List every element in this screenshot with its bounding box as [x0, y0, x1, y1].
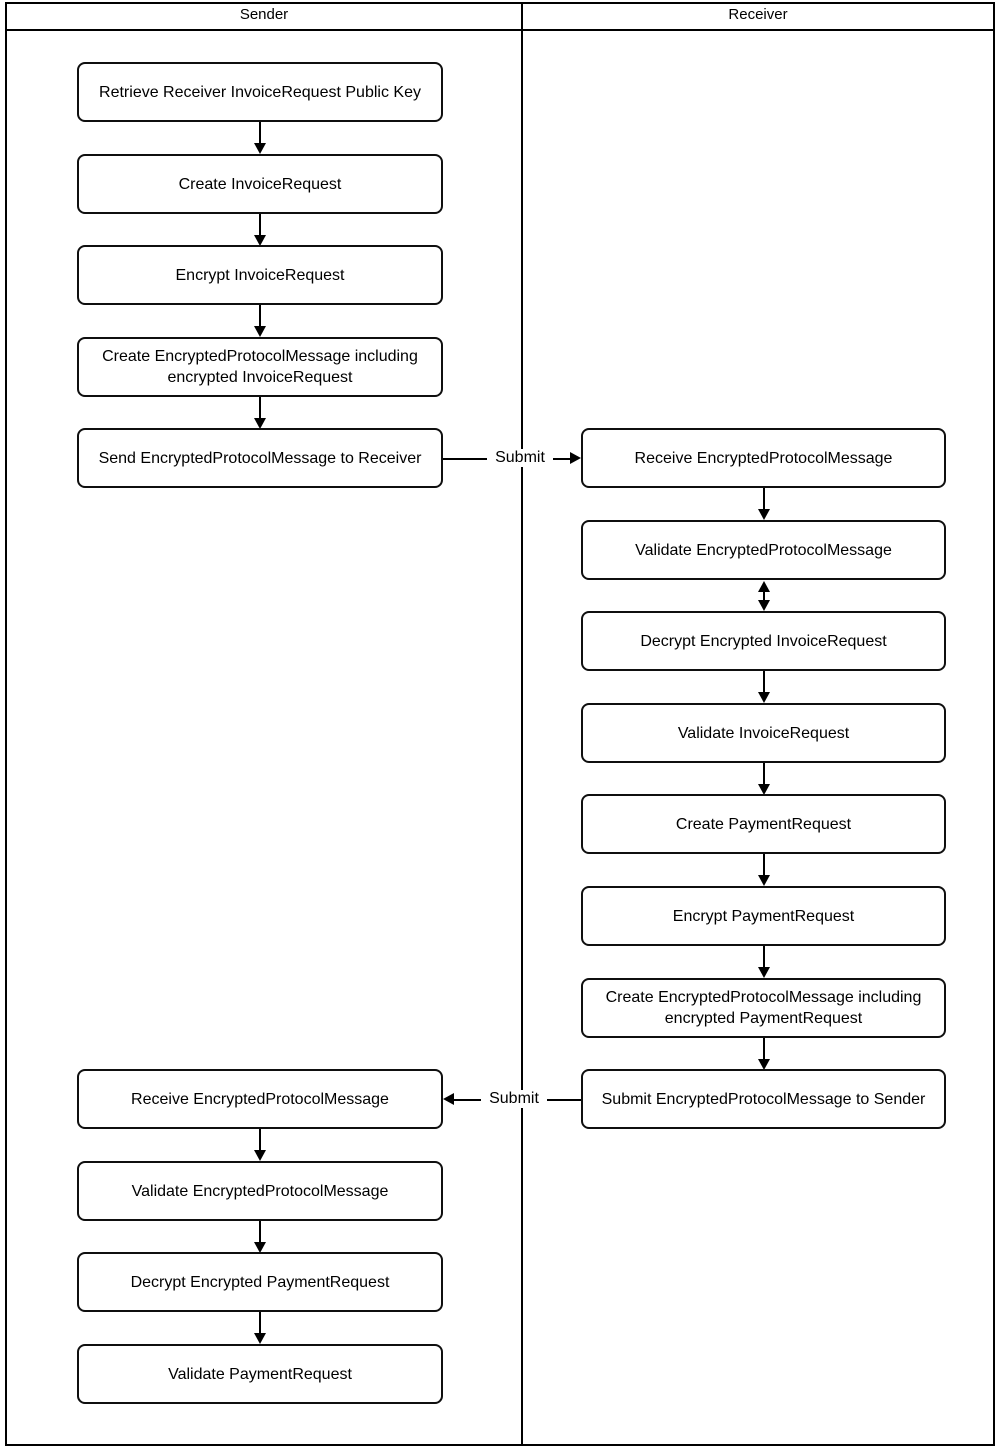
- connector-r5-r6-line: [763, 854, 765, 876]
- connector-r3-r4-line: [763, 671, 765, 693]
- connector-s4-s5-line: [259, 397, 261, 419]
- node-validate-encryptedprotocolmessage-receiver[interactable]: Validate EncryptedProtocolMessage: [581, 520, 946, 580]
- connector-s2-s3-line: [259, 214, 261, 236]
- connector-s3-s4-arrowhead: [254, 326, 266, 337]
- connector-s8-s9-line: [259, 1312, 261, 1334]
- connector-r2-r3-line: [763, 586, 765, 603]
- node-encrypt-invoicerequest[interactable]: Encrypt InvoiceRequest: [77, 245, 443, 305]
- lane-title-sender: Sender: [239, 6, 289, 23]
- edge-label-submit-to-sender: Submit: [481, 1090, 547, 1108]
- connector-r2-r3-arrowhead-down: [758, 600, 770, 611]
- connector-r1-r2-arrowhead: [758, 509, 770, 520]
- edge-label-submit-to-receiver: Submit: [487, 449, 553, 467]
- edge-submit-to-receiver-arrowhead: [570, 452, 581, 464]
- connector-r3-r4-arrowhead: [758, 692, 770, 703]
- node-create-encryptedprotocolmessage-invoicerequest[interactable]: Create EncryptedProtocolMessage includin…: [77, 337, 443, 397]
- connector-s3-s4-line: [259, 305, 261, 327]
- connector-r7-r8-line: [763, 1038, 765, 1060]
- node-receive-encryptedprotocolmessage-sender[interactable]: Receive EncryptedProtocolMessage: [77, 1069, 443, 1129]
- connector-s8-s9-arrowhead: [254, 1333, 266, 1344]
- connector-r4-r5-arrowhead: [758, 784, 770, 795]
- node-receive-encryptedprotocolmessage-receiver[interactable]: Receive EncryptedProtocolMessage: [581, 428, 946, 488]
- connector-s7-s8-arrowhead: [254, 1242, 266, 1253]
- node-create-encryptedprotocolmessage-paymentrequest[interactable]: Create EncryptedProtocolMessage includin…: [581, 978, 946, 1038]
- node-decrypt-encrypted-paymentrequest[interactable]: Decrypt Encrypted PaymentRequest: [77, 1252, 443, 1312]
- connector-s1-s2-line: [259, 122, 261, 144]
- connector-r4-r5-line: [763, 763, 765, 785]
- node-retrieve-receiver-invoicerequest-public-key[interactable]: Retrieve Receiver InvoiceRequest Public …: [77, 62, 443, 122]
- connector-s6-s7-arrowhead: [254, 1150, 266, 1161]
- node-send-encryptedprotocolmessage-to-receiver[interactable]: Send EncryptedProtocolMessage to Receive…: [77, 428, 443, 488]
- connector-r5-r6-arrowhead: [758, 875, 770, 886]
- connector-r1-r2-line: [763, 488, 765, 510]
- node-submit-encryptedprotocolmessage-to-sender[interactable]: Submit EncryptedProtocolMessage to Sende…: [581, 1069, 946, 1129]
- connector-s1-s2-arrowhead: [254, 143, 266, 154]
- node-validate-invoicerequest[interactable]: Validate InvoiceRequest: [581, 703, 946, 763]
- swimlane-header-rule: [5, 29, 995, 31]
- lane-title-receiver: Receiver: [728, 6, 788, 23]
- connector-s2-s3-arrowhead: [254, 235, 266, 246]
- connector-r7-r8-arrowhead: [758, 1059, 770, 1070]
- node-validate-encryptedprotocolmessage-sender[interactable]: Validate EncryptedProtocolMessage: [77, 1161, 443, 1221]
- node-encrypt-paymentrequest[interactable]: Encrypt PaymentRequest: [581, 886, 946, 946]
- connector-s7-s8-line: [259, 1221, 261, 1243]
- connector-r6-r7-arrowhead: [758, 967, 770, 978]
- connector-s6-s7-line: [259, 1129, 261, 1151]
- node-validate-paymentrequest[interactable]: Validate PaymentRequest: [77, 1344, 443, 1404]
- edge-submit-to-sender-arrowhead: [443, 1093, 454, 1105]
- swimlane-divider: [521, 2, 523, 1446]
- node-decrypt-encrypted-invoicerequest[interactable]: Decrypt Encrypted InvoiceRequest: [581, 611, 946, 671]
- connector-s4-s5-arrowhead: [254, 418, 266, 429]
- node-create-paymentrequest[interactable]: Create PaymentRequest: [581, 794, 946, 854]
- node-create-invoicerequest[interactable]: Create InvoiceRequest: [77, 154, 443, 214]
- connector-r6-r7-line: [763, 946, 765, 968]
